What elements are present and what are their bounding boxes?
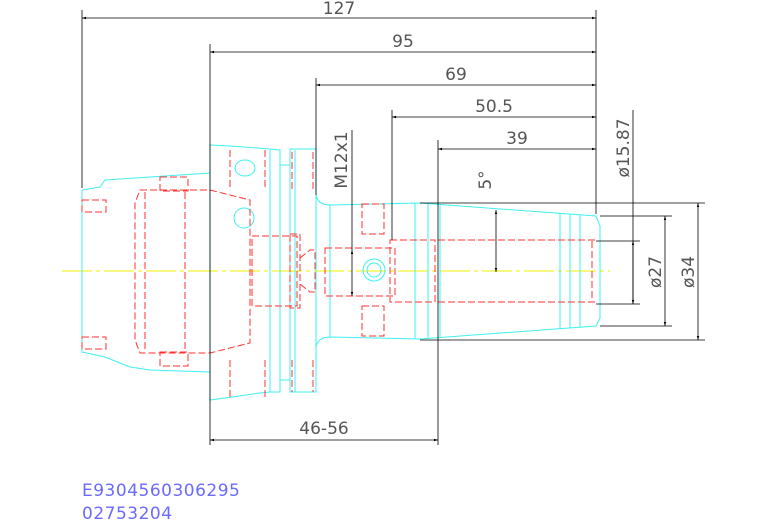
dim-flange-to-tip: 95 <box>392 32 414 52</box>
dim-overall-length: 127 <box>323 0 355 19</box>
dim-clamping-range: 46-56 <box>299 419 348 439</box>
dim-bore-diameter: ø15.87 <box>614 118 634 177</box>
dim-shank-to-tip: 69 <box>445 65 467 85</box>
dim-thread-to-tip: 50.5 <box>475 97 513 117</box>
dim-tip-diameter: ø27 <box>646 256 666 288</box>
dim-taper-diameter: ø34 <box>679 256 699 288</box>
tool-holder-outline <box>81 144 601 401</box>
dim-thread: M12x1 <box>332 131 352 188</box>
extension-lines <box>81 10 705 445</box>
part-code-1: E9304560306295 <box>82 481 241 501</box>
dimension-lines <box>82 16 700 442</box>
dim-taper-angle: 5° <box>476 170 496 189</box>
part-code-2: 02753204 <box>82 504 173 524</box>
dim-taper-length: 39 <box>506 129 528 149</box>
